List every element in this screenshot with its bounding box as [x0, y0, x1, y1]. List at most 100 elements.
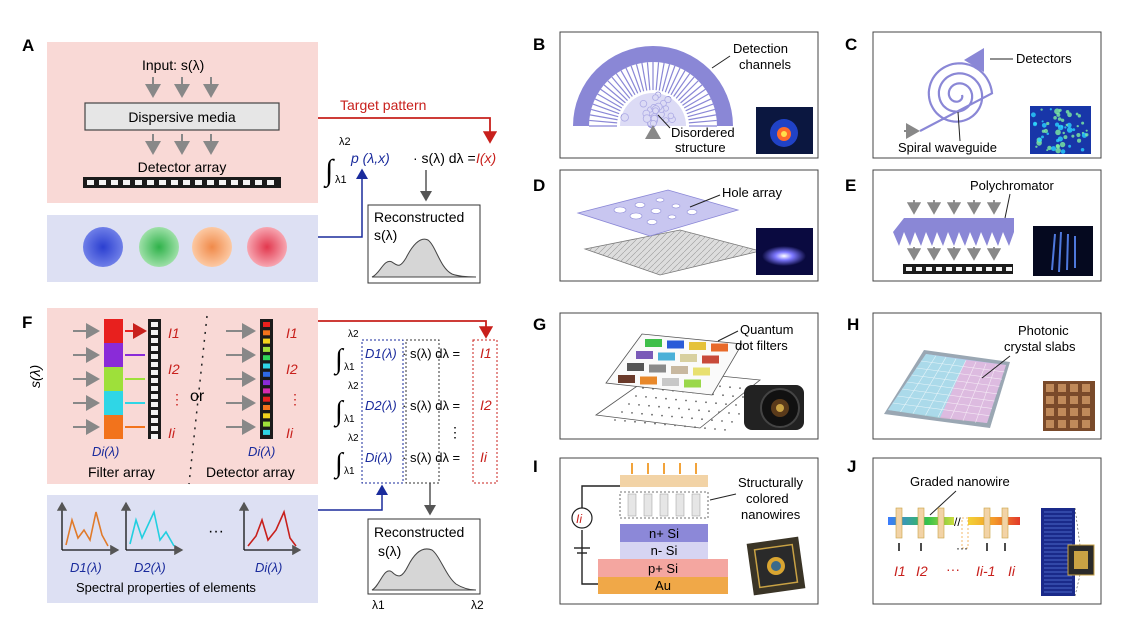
j-Ii-1: Ii-1: [976, 563, 995, 579]
b-disordered-2: structure: [675, 140, 726, 155]
spectral-chart-i: [238, 501, 302, 556]
detector-Di-label: Di(λ): [248, 444, 275, 459]
i-top-contact: [620, 475, 708, 487]
svg-text:λ1: λ1: [344, 362, 355, 373]
eq-I2: I2: [480, 397, 492, 413]
eq-D1: D1(λ): [365, 346, 397, 361]
eq-rest-1: · s(λ) dλ =: [402, 346, 460, 361]
panel-label-b: B: [533, 35, 545, 54]
filter-stack: [104, 319, 123, 439]
dispersive-media-box: [84, 102, 280, 131]
s-lambda-f: s(λ): [27, 365, 43, 388]
i-label-2: colored: [746, 491, 789, 506]
eq-Di: Di(λ): [365, 450, 392, 465]
eq-vdots: ⋮: [448, 424, 462, 440]
spectral-chart-1: [56, 501, 120, 556]
spiral-waveguide: [919, 62, 994, 132]
panel-label-j: J: [847, 457, 856, 476]
svg-text:∫: ∫: [333, 448, 345, 480]
i-p-si: p+ Si: [648, 561, 678, 576]
svg-text:λ1: λ1: [344, 414, 355, 425]
spectral-label-1: D1(λ): [70, 560, 102, 575]
f-vdots: ⋮: [170, 391, 184, 407]
i-au: Au: [655, 578, 671, 593]
integral-sign-a: ∫: [323, 154, 335, 189]
s-lambda-a: s(λ): [374, 227, 397, 243]
f-det-vdots: ⋮: [288, 391, 302, 407]
f-det-Ii: Ii: [286, 425, 294, 441]
svg-text://: //: [954, 515, 961, 529]
spectral-chart-2: [120, 501, 184, 556]
e-polychromator: Polychromator: [970, 178, 1054, 193]
spectral-ellipsis: ···: [208, 523, 224, 540]
c-detectors: Detectors: [1016, 51, 1072, 66]
spectrum-curve-a: [371, 238, 477, 278]
speckle-orange: [192, 227, 232, 267]
or-label: or: [190, 388, 205, 405]
equation-p: p (λ,x): [350, 150, 390, 166]
panel-a: A Input: s(λ) Dispersive media Detector …: [22, 36, 498, 284]
f-I1: I1: [168, 325, 180, 341]
panel-label-f: F: [22, 313, 32, 332]
j-I2: I2: [916, 563, 928, 579]
detector-array-strip: [83, 177, 281, 188]
target-pattern-label: Target pattern: [340, 97, 426, 113]
eq-D2: D2(λ): [365, 398, 397, 413]
g-camera-photo: [744, 385, 804, 430]
spectral-label-i: Di(λ): [255, 560, 282, 575]
panel-j: J Graded nanowire // ··· I1 I2 ··· Ii-1 …: [847, 457, 1102, 605]
panel-e: E Polychromator: [845, 169, 1102, 282]
detector-array-column: [260, 319, 273, 439]
svg-text:λ2: λ2: [348, 381, 359, 392]
n-plus-si-layer: [620, 524, 708, 542]
equation-I: I(x): [476, 150, 496, 166]
i-n-si: n+ Si: [649, 526, 679, 541]
i-nm-si: n- Si: [651, 543, 678, 558]
g-label-1: Quantum: [740, 322, 793, 337]
i-current: Ii: [576, 512, 582, 526]
speckle-blue: [83, 227, 123, 267]
panel-label-e: E: [845, 176, 856, 195]
lambda1-label: λ1: [372, 598, 385, 612]
svg-text:λ2: λ2: [348, 433, 359, 444]
f-equations: ∫ λ2 λ1 ∫ λ2 λ1 ∫ λ2 λ1 D1(λ) D2(λ) Di(λ…: [333, 329, 492, 480]
panel-g: G Quantum dot filters: [533, 312, 819, 440]
p-plus-si-layer: [598, 559, 728, 577]
filter-Di-label: Di(λ): [92, 444, 119, 459]
f-Ii: Ii: [168, 425, 176, 441]
svg-text:λ2: λ2: [348, 329, 359, 340]
f-det-I2: I2: [286, 361, 298, 377]
panel-i: I Ii n+ Si n- Si p+ Si Au Structurally c…: [533, 457, 819, 605]
detectors-fan: [964, 48, 984, 72]
h-label-2: crystal slabs: [1004, 339, 1076, 354]
polychromator-shape: [893, 218, 1014, 246]
panel-c: C Detectors Spiral waveguide: [845, 31, 1102, 159]
g-label-2: dot filters: [735, 338, 788, 353]
integral-upper-a: λ2: [339, 136, 351, 148]
dispersive-media-label: Dispersive media: [128, 109, 236, 125]
e-inset-image: [1033, 226, 1093, 276]
svg-text:···: ···: [956, 541, 968, 555]
d-hole-array: Hole array: [722, 185, 782, 200]
detector-array-label: Detector array: [138, 159, 227, 175]
panel-label-g: G: [533, 315, 546, 334]
spectral-label-2: D2(λ): [134, 560, 166, 575]
f-det-I1: I1: [286, 325, 298, 341]
svg-text:∫: ∫: [333, 396, 345, 428]
eq-rest-3: · s(λ) dλ =: [402, 450, 460, 465]
svg-text:∫: ∫: [333, 344, 345, 376]
input-label: Input: s(λ): [142, 57, 204, 73]
target-pattern-arrow: [318, 117, 498, 144]
lambda2-label: λ2: [471, 598, 484, 612]
f-I2: I2: [168, 361, 180, 377]
au-layer: [598, 577, 728, 594]
spectral-caption: Spectral properties of elements: [76, 580, 256, 595]
panel-d: D Hole array: [533, 169, 819, 282]
i-label-1: Structurally: [738, 475, 804, 490]
b-channels-2: channels: [739, 57, 792, 72]
eq-Ii: Ii: [480, 449, 488, 465]
s-lambda-f-plot: s(λ): [378, 543, 401, 559]
j-Ii: Ii: [1008, 563, 1016, 579]
svg-text:λ1: λ1: [344, 466, 355, 477]
eq-I1: I1: [480, 345, 492, 361]
